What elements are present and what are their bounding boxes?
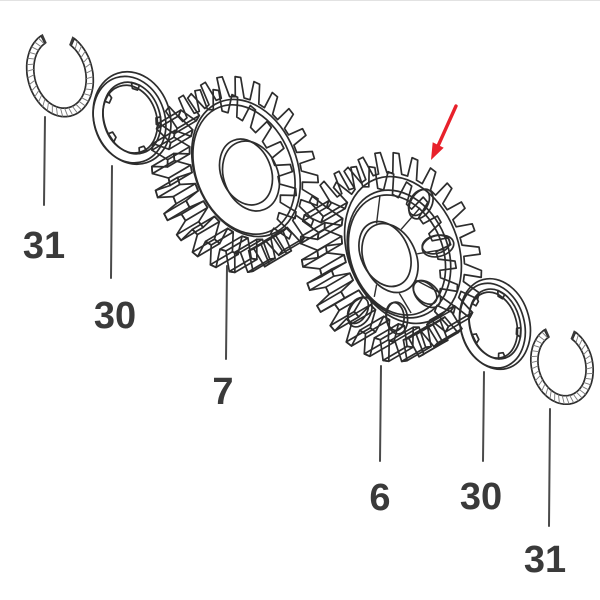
gear-icon — [299, 151, 483, 363]
part-label: 31 — [23, 225, 65, 267]
leader-line — [482, 371, 485, 462]
part-label: 6 — [369, 477, 390, 519]
part-label: 31 — [524, 539, 566, 581]
part-label: 7 — [212, 371, 233, 413]
tabbed-washer-icon — [458, 277, 532, 371]
leader-line — [225, 265, 228, 360]
leader-line — [548, 408, 551, 527]
red-arrow-icon — [431, 104, 458, 160]
snap-ring-icon — [25, 33, 95, 118]
leader-line — [110, 165, 113, 279]
page-top-edge — [0, 0, 600, 1]
part-label: 30 — [460, 476, 502, 518]
tabbed-washer-icon — [92, 70, 172, 166]
part-label: 30 — [94, 295, 136, 337]
snap-ring-icon — [529, 328, 595, 406]
leader-line — [379, 365, 382, 462]
gear-icon — [150, 75, 320, 274]
leader-line — [43, 116, 46, 206]
